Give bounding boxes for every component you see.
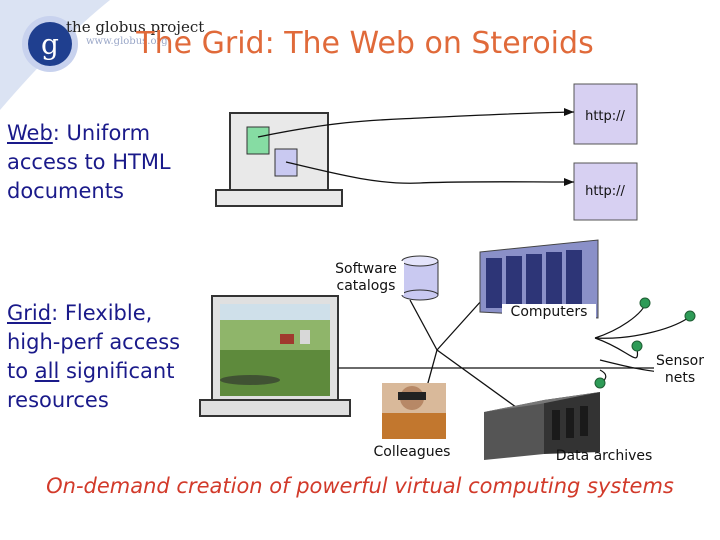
web-link-1 (257, 111, 575, 138)
computers-icon (479, 239, 599, 319)
sensor-nets-line2: nets (664, 370, 696, 386)
grid-bullet: Grid: Flexible, high-perf access to all … (7, 299, 180, 415)
grid-bullet-line2: high-perf access (7, 330, 181, 354)
grid-link-catalogs (409, 299, 438, 351)
web-bullet-line3: documents (7, 179, 124, 203)
grid-bullet-text3c: significant (59, 359, 175, 383)
logo-url: www.globus.org (86, 36, 168, 47)
http-label-2: http:// (585, 184, 625, 199)
logo-name: the globus project (66, 18, 205, 36)
grid-link-archives (436, 349, 521, 411)
software-catalogs-line2: catalogs (336, 278, 396, 294)
footer-tagline: On-demand creation of powerful virtual c… (46, 474, 674, 498)
grid-all-term: all (34, 359, 60, 383)
http-box-1 (573, 83, 638, 145)
grid-term: Grid (7, 301, 52, 325)
slide-title: The Grid: The Web on Steroids (136, 26, 594, 61)
software-catalogs-line1: Software (335, 261, 397, 277)
web-bullet-line2: access to HTML (7, 150, 171, 174)
sensor-nodes (594, 297, 696, 389)
grid-bullet-text3a: to (7, 359, 35, 383)
grid-bullet-text1: : Flexible, (51, 301, 153, 325)
logo-glyph: g (41, 28, 59, 61)
software-catalogs-label: Software catalogs (328, 261, 404, 295)
grid-monitor-icon (199, 295, 351, 417)
web-bullet: Web: Uniform access to HTML documents (7, 119, 171, 206)
web-link-2 (285, 161, 575, 184)
database-icon (401, 255, 439, 301)
data-archives-label: Data archives (555, 448, 653, 464)
data-archives-icon (484, 392, 600, 460)
grid-bullet-line4: resources (7, 388, 109, 412)
colleagues-label: Colleagues (373, 444, 451, 460)
grid-bullet-line1: Grid: Flexible, (7, 299, 180, 328)
web-bullet-text1: : Uniform (52, 121, 151, 145)
web-monitor-icon (215, 112, 343, 207)
web-term: Web (7, 121, 53, 145)
globus-logo: g (0, 0, 110, 110)
sensor-nets-line1: Sensor (656, 353, 704, 369)
http-box-2 (573, 162, 638, 221)
colleague-photo (382, 383, 446, 439)
web-bullet-line1: Web: Uniform (7, 119, 171, 148)
http-label-1: http:// (585, 109, 625, 124)
computers-label: Computers (502, 304, 596, 321)
grid-bullet-line3: to all significant (7, 357, 180, 386)
sensor-nets-label: Sensor nets (654, 353, 706, 387)
